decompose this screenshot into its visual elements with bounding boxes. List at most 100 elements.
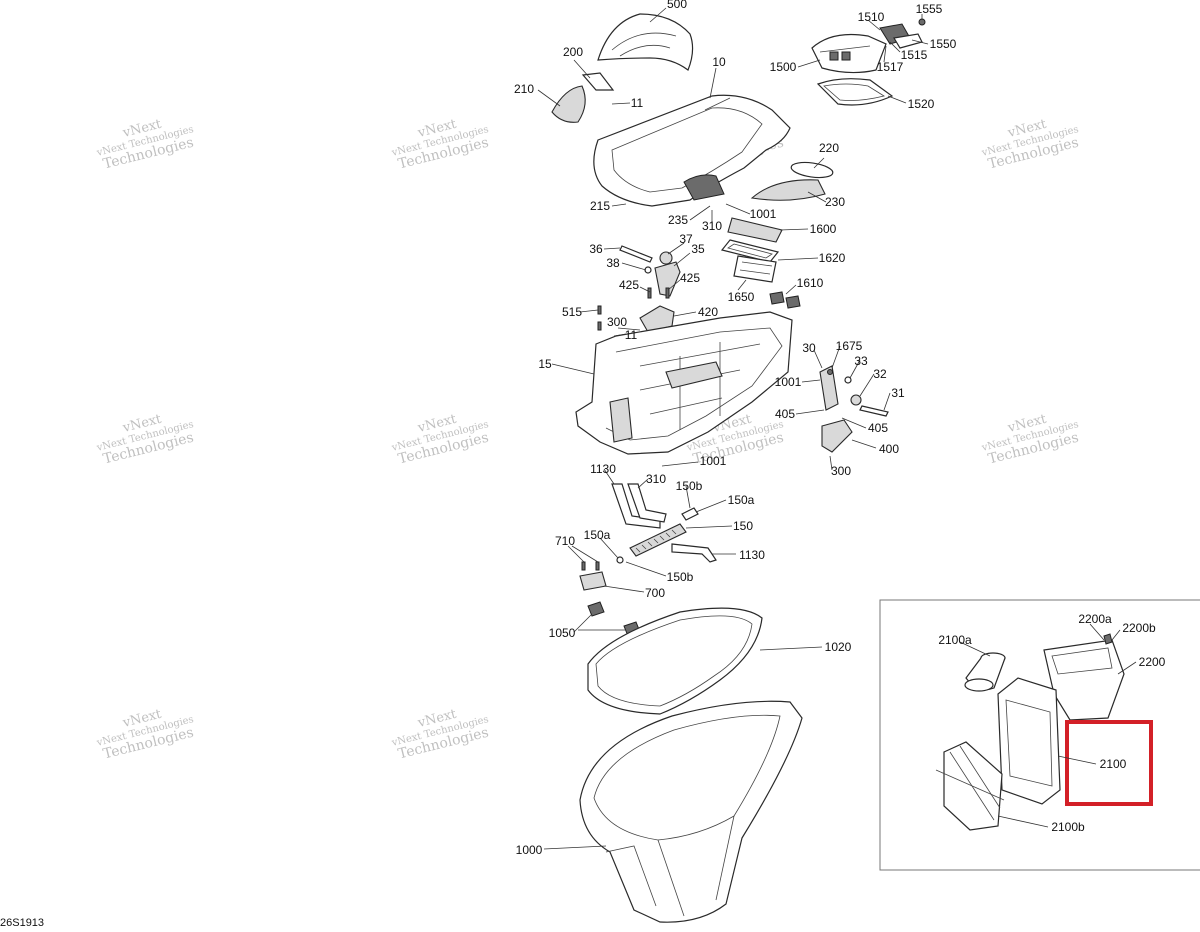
highlight-box-2100 — [1065, 720, 1153, 806]
callout-200[interactable]: 200 — [563, 45, 583, 59]
part-15-main-frame[interactable] — [575, 311, 793, 455]
callout-2100[interactable]: 2100 — [1100, 757, 1127, 771]
callout-220[interactable]: 220 — [819, 141, 839, 155]
callout-425[interactable]: 425 — [680, 271, 700, 285]
callout-2200b[interactable]: 2200b — [1122, 621, 1156, 635]
part-2100a-intake-cup[interactable] — [964, 652, 1006, 692]
callout-1020[interactable]: 1020 — [825, 640, 852, 654]
callout-405[interactable]: 405 — [775, 407, 795, 421]
callout-2200a[interactable]: 2200a — [1078, 612, 1112, 626]
callout-31[interactable]: 31 — [891, 386, 905, 400]
part-150a-clip[interactable] — [616, 556, 624, 564]
callout-230[interactable]: 230 — [825, 195, 845, 209]
callout-2100a[interactable]: 2100a — [938, 633, 972, 647]
callout-1520[interactable]: 1520 — [908, 97, 935, 111]
callout-37[interactable]: 37 — [679, 232, 693, 246]
part-420-latch-base[interactable] — [639, 305, 675, 333]
callout-1555[interactable]: 1555 — [916, 2, 943, 16]
callout-300[interactable]: 300 — [607, 315, 627, 329]
part-1600-cover[interactable] — [727, 217, 783, 243]
part-32-spring[interactable] — [850, 394, 862, 406]
callout-1500[interactable]: 1500 — [770, 60, 797, 74]
callout-38[interactable]: 38 — [606, 256, 620, 270]
part-1520-seal[interactable] — [816, 78, 894, 106]
callout-700[interactable]: 700 — [645, 586, 665, 600]
callout-15[interactable]: 15 — [538, 357, 552, 371]
callout-500[interactable]: 500 — [667, 0, 687, 11]
part-1510-latch[interactable] — [879, 23, 923, 49]
callout-515[interactable]: 515 — [562, 305, 582, 319]
callout-33[interactable]: 33 — [854, 354, 868, 368]
part-1675-screw[interactable] — [827, 369, 833, 375]
part-1610-clips[interactable] — [769, 291, 801, 309]
callout-425[interactable]: 425 — [619, 278, 639, 292]
callout-1050[interactable]: 1050 — [549, 626, 576, 640]
callout-420[interactable]: 420 — [698, 305, 718, 319]
part-1020-seal[interactable] — [587, 607, 763, 715]
callout-215[interactable]: 215 — [590, 199, 610, 213]
callout-11[interactable]: 11 — [631, 96, 644, 110]
callout-1510[interactable]: 1510 — [858, 10, 885, 24]
callout-2100b[interactable]: 2100b — [1051, 820, 1085, 834]
callout-1000[interactable]: 1000 — [516, 843, 543, 857]
callout-1130[interactable]: 1130 — [590, 462, 616, 476]
part-700-mount[interactable] — [579, 571, 607, 591]
callout-36[interactable]: 36 — [589, 242, 603, 256]
part-200-decal[interactable] — [581, 72, 615, 91]
part-515-screws[interactable] — [597, 305, 602, 331]
callout-405[interactable]: 405 — [868, 421, 888, 435]
part-2100b-frame[interactable] — [935, 741, 1005, 831]
callout-310[interactable]: 310 — [646, 472, 666, 486]
part-210-side-cover[interactable] — [551, 85, 586, 123]
part-425-screws[interactable] — [647, 287, 670, 299]
callout-1610[interactable]: 1610 — [797, 276, 824, 290]
part-230-side-cover[interactable] — [750, 179, 826, 201]
callout-310[interactable]: 310 — [702, 219, 722, 233]
part-31-pin[interactable] — [859, 405, 889, 417]
callout-1001[interactable]: 1001 — [700, 454, 727, 468]
part-150-gas-spring[interactable] — [629, 507, 699, 557]
callout-150[interactable]: 150 — [733, 519, 753, 533]
part-30-bracket[interactable] — [819, 365, 839, 411]
part-400-latch[interactable] — [821, 419, 853, 453]
part-500-top-cover[interactable] — [597, 13, 694, 71]
callout-1515[interactable]: 1515 — [901, 48, 928, 62]
callout-1001[interactable]: 1001 — [775, 375, 802, 389]
callout-235[interactable]: 235 — [668, 213, 688, 227]
callout-1001[interactable]: 1001 — [750, 207, 777, 221]
callout-210[interactable]: 210 — [514, 82, 534, 96]
callout-30[interactable]: 30 — [802, 341, 816, 355]
callout-300[interactable]: 300 — [831, 464, 851, 478]
part-33-washer[interactable] — [844, 376, 852, 384]
callout-710[interactable]: 710 — [555, 534, 575, 548]
callout-150a[interactable]: 150a — [728, 493, 755, 507]
callout-1675[interactable]: 1675 — [836, 339, 863, 353]
part-220-decal[interactable] — [790, 160, 834, 180]
callout-1517[interactable]: 1517 — [877, 60, 904, 74]
part-37-spring[interactable] — [659, 251, 673, 265]
callout-32[interactable]: 32 — [873, 367, 887, 381]
callout-150b[interactable]: 150b — [676, 479, 703, 493]
part-2100-filter[interactable] — [997, 677, 1061, 805]
callout-1550[interactable]: 1550 — [930, 37, 957, 51]
callout-11[interactable]: 11 — [625, 328, 638, 342]
callout-2200[interactable]: 2200 — [1139, 655, 1166, 669]
part-36-pin[interactable] — [619, 245, 653, 263]
callout-1650[interactable]: 1650 — [728, 290, 755, 304]
part-10-upper-frame[interactable] — [593, 94, 791, 207]
part-1000-storage-bin[interactable] — [579, 700, 803, 923]
callout-10[interactable]: 10 — [712, 55, 726, 69]
part-710-screws[interactable] — [581, 561, 600, 571]
part-1130-strap-right[interactable] — [671, 543, 717, 563]
callout-1130[interactable]: 1130 — [739, 548, 765, 562]
callout-1600[interactable]: 1600 — [810, 222, 837, 236]
callout-35[interactable]: 35 — [691, 242, 705, 256]
callout-1620[interactable]: 1620 — [819, 251, 846, 265]
part-1650-filter[interactable] — [733, 255, 777, 283]
callout-150b[interactable]: 150b — [667, 570, 694, 584]
callout-150a[interactable]: 150a — [584, 528, 611, 542]
part-1500-console[interactable] — [811, 33, 887, 74]
callout-400[interactable]: 400 — [879, 442, 899, 456]
part-1130-strap-left[interactable] — [611, 483, 667, 529]
